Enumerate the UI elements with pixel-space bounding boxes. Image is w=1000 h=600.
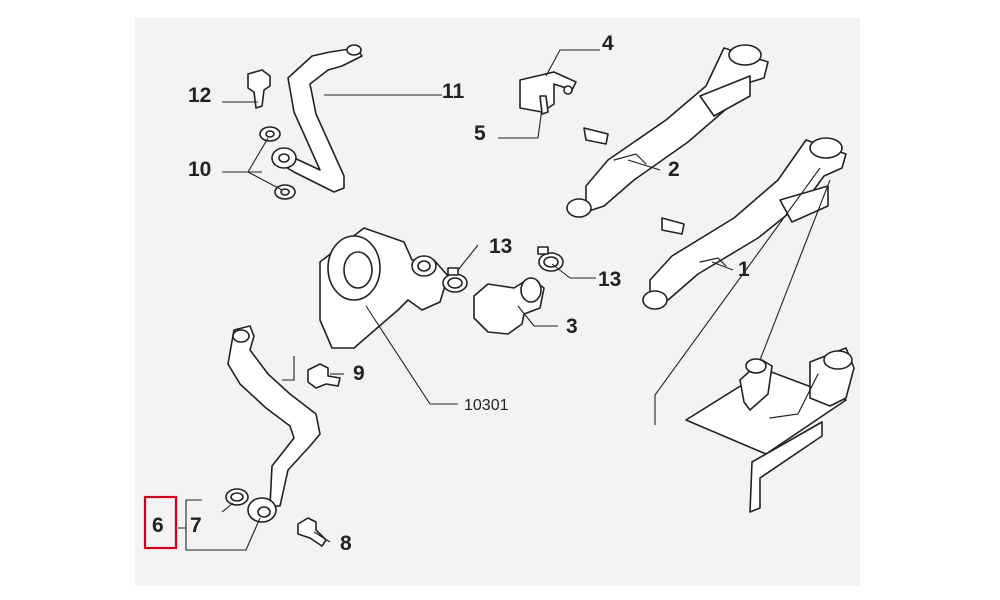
- callout-9[interactable]: 9: [353, 362, 365, 385]
- part-1-detail[interactable]: [685, 347, 855, 513]
- part-13-clamp-left[interactable]: [442, 267, 468, 293]
- callout-7[interactable]: 7: [190, 514, 202, 537]
- callout-6[interactable]: 6: [152, 514, 164, 537]
- callout-3[interactable]: 3: [566, 315, 578, 338]
- callout-13-right[interactable]: 13: [598, 268, 621, 291]
- part-9-bolt[interactable]: [307, 363, 341, 389]
- callout-12[interactable]: 12: [188, 84, 211, 107]
- callout-1[interactable]: 1: [738, 258, 750, 281]
- part-4-bracket[interactable]: [519, 71, 577, 115]
- part-1-tube[interactable]: [642, 137, 847, 310]
- construction-line: [654, 167, 821, 425]
- part-3-hose[interactable]: [473, 277, 545, 335]
- callout-13-left[interactable]: 13: [489, 235, 512, 258]
- part-8-bolt[interactable]: [297, 517, 327, 547]
- part-10301-oil-cooler[interactable]: [319, 227, 449, 349]
- callout-11[interactable]: 11: [442, 80, 465, 103]
- callout-10301[interactable]: 10301: [464, 397, 509, 414]
- part-10-washers[interactable]: [259, 126, 296, 200]
- callout-10[interactable]: 10: [188, 158, 211, 181]
- callouts: 1 2 3 4 5 6 7 8 9 10 11 12 13 13 10301: [152, 32, 750, 555]
- part-7-o-ring[interactable]: [225, 488, 249, 506]
- construction-line: [759, 179, 831, 361]
- part-12-bolt[interactable]: [247, 69, 271, 109]
- part-6-pipe[interactable]: [227, 325, 321, 523]
- highlight-box: [143, 495, 178, 550]
- callout-2[interactable]: 2: [668, 158, 680, 181]
- part-11-pipe[interactable]: [271, 44, 363, 193]
- leader-lines: [178, 49, 734, 551]
- callout-4[interactable]: 4: [602, 32, 614, 55]
- part-2-tube[interactable]: [566, 44, 769, 218]
- callout-5[interactable]: 5: [474, 122, 486, 145]
- callout-8[interactable]: 8: [340, 532, 352, 555]
- part-13-clamp-right[interactable]: [537, 246, 564, 272]
